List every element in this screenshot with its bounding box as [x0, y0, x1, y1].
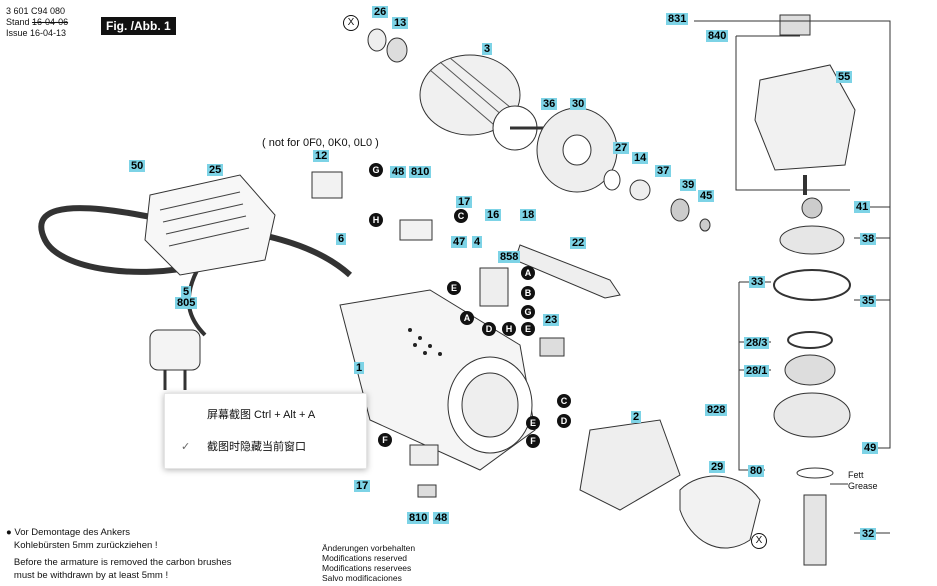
screenshot-context-menu: 屏幕截图 Ctrl + Alt + A ✓ 截图时隐藏当前窗口	[164, 393, 367, 469]
part-label: 48	[433, 512, 450, 524]
x-marker-icon: X	[343, 15, 359, 31]
connector-letter: E	[447, 281, 461, 295]
part-label: 41	[854, 201, 871, 213]
part-label: 30	[570, 98, 587, 110]
footnote-en-2: must be withdrawn by at least 5mm !	[13, 570, 169, 581]
issue-label: Issue	[6, 28, 28, 38]
footnote-en-1: Before the armature is removed the carbo…	[13, 557, 232, 568]
connector-letter: G	[521, 305, 535, 319]
gear-head-shape	[754, 64, 856, 171]
part-label: 16	[485, 209, 502, 221]
connector-letter: D	[482, 322, 496, 336]
modification-line: Änderungen vorbehalten	[322, 543, 416, 553]
part-label: 12	[313, 150, 330, 162]
part-label: 23	[543, 314, 560, 326]
armature-shape	[419, 54, 521, 136]
part-label: 48	[390, 166, 407, 178]
part-label: 805	[175, 297, 198, 309]
part-label: 39	[680, 179, 697, 191]
connector-letter: H	[502, 322, 516, 336]
part-label: 17	[456, 196, 473, 208]
part-label: 17	[354, 480, 371, 492]
x-marker-icon: X	[751, 533, 767, 549]
footnote-de-1: Vor Demontage des Ankers	[14, 527, 131, 538]
part-label: 80	[748, 465, 765, 477]
part-label: 18	[520, 209, 537, 221]
spindle-shape	[803, 494, 827, 566]
part-label: 828	[705, 404, 728, 416]
part-label: 858	[498, 251, 521, 263]
part-label: 6	[336, 233, 347, 245]
part-label: 47	[451, 236, 468, 248]
doc-number: 3 601 C94 080	[6, 6, 66, 16]
stator-shape	[579, 419, 681, 511]
part-label: 22	[570, 237, 587, 249]
connector-letter: F	[526, 434, 540, 448]
part-label: 38	[860, 233, 877, 245]
connector-letter: G	[369, 163, 383, 177]
connector-letter: D	[557, 414, 571, 428]
footnote: ● Vor Demontage des Ankers Kohlebürsten …	[6, 527, 232, 581]
part-label: 14	[632, 152, 649, 164]
part-label: 35	[860, 295, 877, 307]
modification-line: Modifications reserved	[322, 553, 408, 563]
plug-shape	[149, 329, 201, 371]
part-label: 32	[860, 528, 877, 540]
part-label: 810	[407, 512, 430, 524]
guard-shape	[679, 475, 761, 549]
part-label: 55	[836, 71, 853, 83]
fett-label: Fett	[848, 470, 864, 480]
connector-letter: B	[521, 286, 535, 300]
grease-label: Grease	[848, 481, 878, 491]
part-label: 50	[129, 160, 146, 172]
connector-letter: C	[454, 209, 468, 223]
part-label: 831	[666, 13, 689, 25]
part-label: 29	[709, 461, 726, 473]
menu-item-screenshot[interactable]: 屏幕截图 Ctrl + Alt + A	[165, 400, 366, 430]
part-label: 33	[749, 276, 766, 288]
part-label: 840	[706, 30, 729, 42]
menu-item-hide-window-label: 截图时隐藏当前窗口	[207, 441, 306, 453]
part-label: 1	[354, 362, 365, 374]
part-label: 36	[541, 98, 558, 110]
part-label: 5	[181, 286, 192, 298]
not-for-note: ( not for 0F0, 0K0, 0L0 )	[262, 137, 379, 149]
part-label: 4	[472, 236, 483, 248]
grease-note: Fett Grease	[848, 470, 878, 492]
connector-letter: E	[521, 322, 535, 336]
stand-date: 16-04-06	[32, 17, 69, 27]
modifications-note: Änderungen vorbehalten Modifications res…	[322, 543, 415, 583]
part-label: 2	[631, 411, 642, 423]
modification-line: Salvo modificaciones	[322, 573, 402, 583]
part-label: 26	[372, 6, 389, 18]
part-label: 13	[392, 17, 409, 29]
part-label: 28/3	[744, 337, 770, 349]
figure-label: Fig. /Abb. 1	[101, 17, 176, 35]
check-icon: ✓	[181, 441, 191, 453]
part-label: 45	[698, 190, 715, 202]
stand-label: Stand	[6, 17, 30, 27]
connector-letter: H	[369, 213, 383, 227]
part-label: 28/1	[744, 365, 770, 377]
part-label: 3	[482, 43, 493, 55]
connector-letter: A	[521, 266, 535, 280]
part-label: 25	[207, 164, 224, 176]
handle-shape	[144, 174, 276, 276]
part-label: 49	[862, 442, 879, 454]
menu-item-screenshot-label: 屏幕截图 Ctrl + Alt + A	[207, 409, 316, 421]
part-label: 37	[655, 165, 672, 177]
connector-letter: A	[460, 311, 474, 325]
footnote-de-2: Kohlebürsten 5mm zurückziehen !	[13, 540, 158, 551]
connector-letter: E	[526, 416, 540, 430]
connector-letter: C	[557, 394, 571, 408]
connector-letter: F	[378, 433, 392, 447]
part-label: 27	[613, 142, 630, 154]
menu-item-hide-window[interactable]: ✓ 截图时隐藏当前窗口	[165, 432, 366, 462]
part-label: 810	[409, 166, 432, 178]
document-header: 3 601 C94 080 Stand 16-04-06 Issue 16-04…	[6, 6, 68, 39]
modification-line: Modifications reservees	[322, 563, 412, 573]
issue-date: 16-04-13	[30, 28, 67, 38]
